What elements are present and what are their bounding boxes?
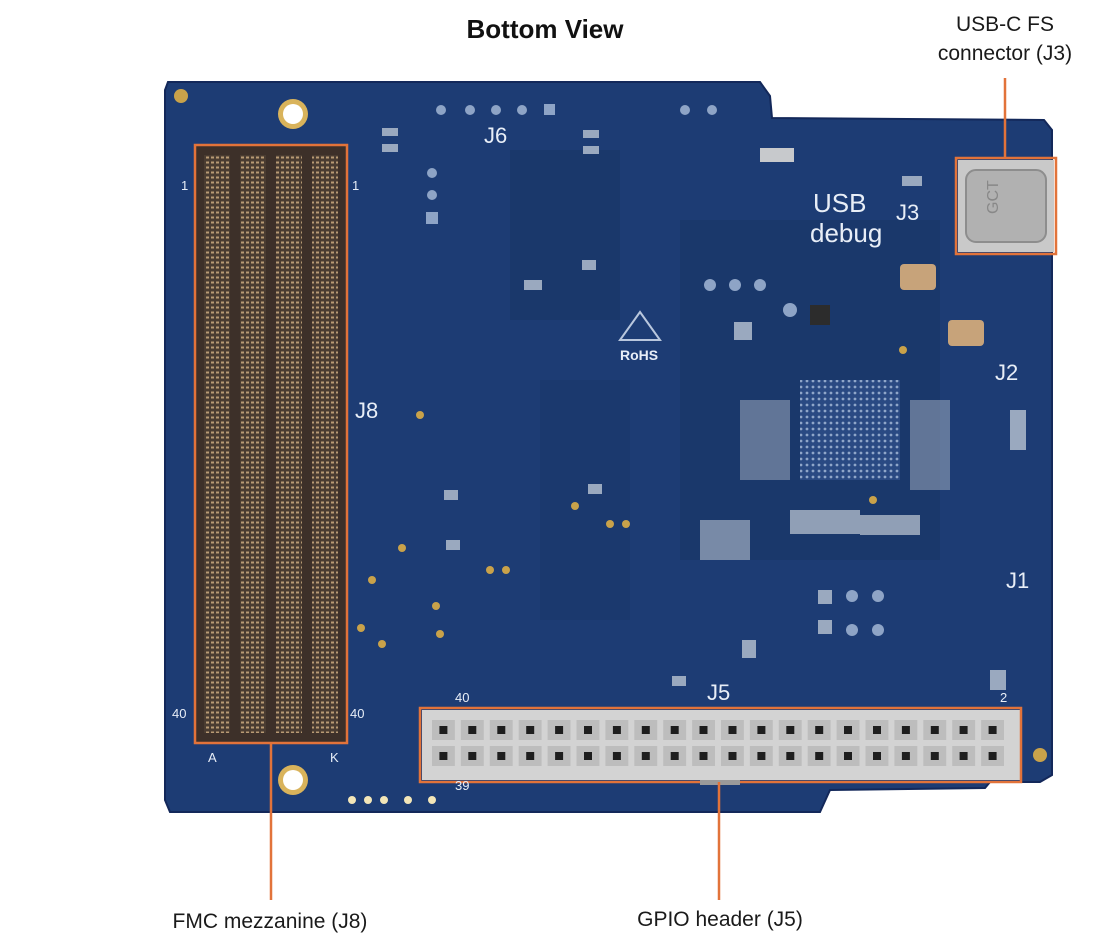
gpio-pin	[901, 726, 910, 734]
bga-array	[800, 380, 900, 480]
label-j1: J1	[1006, 568, 1029, 593]
label-j2: J2	[995, 360, 1018, 385]
label-gpio-pin40: 40	[455, 690, 469, 705]
gpio-pin	[873, 726, 881, 734]
gpio-callout-label: GPIO header (J5)	[637, 908, 803, 931]
gpio-pin	[670, 752, 679, 760]
label-usb: USB	[813, 188, 866, 218]
mounting-hole	[283, 770, 303, 790]
board-region	[540, 380, 630, 620]
gpio-pin	[468, 726, 477, 734]
label-gpio-pin39: 39	[455, 778, 469, 793]
fmc-pin-column	[312, 155, 338, 733]
label-j5: J5	[707, 680, 730, 705]
gpio-pin	[468, 752, 477, 760]
mounting-hole	[1033, 748, 1047, 762]
gpio-pin	[930, 752, 939, 760]
label-col-a: A	[208, 750, 217, 765]
gpio-pin	[930, 726, 939, 734]
label-gpio-pin2: 2	[1000, 690, 1007, 705]
label-rohs: RoHS	[620, 347, 658, 363]
label-gct: GCT	[985, 180, 1002, 214]
gpio-pin-grid	[432, 720, 1004, 766]
gpio-pin	[757, 752, 766, 760]
gpio-pin	[959, 726, 968, 734]
label-pin40-right: 40	[350, 706, 364, 721]
usb-c-callout-line2: connector (J3)	[937, 42, 1073, 65]
gpio-pin	[497, 752, 506, 760]
gpio-pin	[815, 752, 824, 760]
gpio-pin	[728, 752, 737, 760]
gpio-pin	[439, 752, 448, 760]
gpio-pin	[728, 726, 737, 734]
label-pin40-left: 40	[172, 706, 186, 721]
gpio-pin	[584, 726, 592, 734]
label-col-k: K	[330, 750, 339, 765]
capacitor	[900, 264, 936, 290]
gpio-pin	[612, 726, 621, 734]
label-j6: J6	[484, 123, 507, 148]
vias-bottom	[348, 796, 436, 804]
usb-c-callout-line1: USB-C FS	[955, 13, 1054, 36]
label-debug: debug	[810, 218, 882, 248]
passive-arrays	[700, 400, 950, 560]
gpio-pin	[641, 752, 650, 760]
gpio-pin	[670, 726, 679, 734]
fmc-pin-column	[240, 155, 266, 733]
gpio-pin	[526, 726, 535, 734]
gpio-pin	[555, 752, 564, 760]
smd-components	[382, 128, 1026, 690]
test-point	[783, 303, 797, 317]
gpio-pin	[699, 752, 708, 760]
vias	[357, 346, 907, 648]
gpio-pin	[844, 752, 852, 760]
label-j8: J8	[355, 398, 378, 423]
gpio-pin	[988, 726, 997, 734]
gpio-pin	[641, 726, 650, 734]
gpio-pin	[786, 726, 795, 734]
usb-c-receptacle	[965, 169, 1047, 243]
gpio-pin	[901, 752, 910, 760]
gpio-pin	[439, 726, 448, 734]
large-pads	[426, 168, 884, 636]
fmc-pin-column	[276, 155, 302, 733]
mounting-hole	[283, 104, 303, 124]
gpio-pin	[959, 752, 968, 760]
label-pin1-left: 1	[181, 178, 188, 193]
rohs-symbol	[618, 310, 662, 341]
fmc-pin-column	[204, 155, 230, 733]
gpio-pin	[815, 726, 824, 734]
gpio-pin	[757, 726, 766, 734]
j6-pads	[436, 104, 717, 115]
board-region	[510, 150, 620, 320]
gpio-pin	[844, 726, 852, 734]
capacitor	[948, 320, 984, 346]
gpio-pin	[612, 752, 621, 760]
diagram-title: Bottom View	[466, 14, 624, 44]
usb-c-callout-label: USB-C FS connector (J3)	[905, 10, 1100, 68]
fmc-callout-label: FMC mezzanine (J8)	[172, 910, 368, 933]
label-pin1-right: 1	[352, 178, 359, 193]
gpio-pin	[584, 752, 592, 760]
gpio-pin	[786, 752, 795, 760]
mounting-hole	[174, 89, 188, 103]
label-j3: J3	[896, 200, 919, 225]
gpio-pin	[873, 752, 881, 760]
gpio-pin	[699, 726, 708, 734]
gpio-pin	[526, 752, 535, 760]
gpio-pin	[555, 726, 564, 734]
gpio-pin	[497, 726, 506, 734]
gpio-pin	[988, 752, 997, 760]
